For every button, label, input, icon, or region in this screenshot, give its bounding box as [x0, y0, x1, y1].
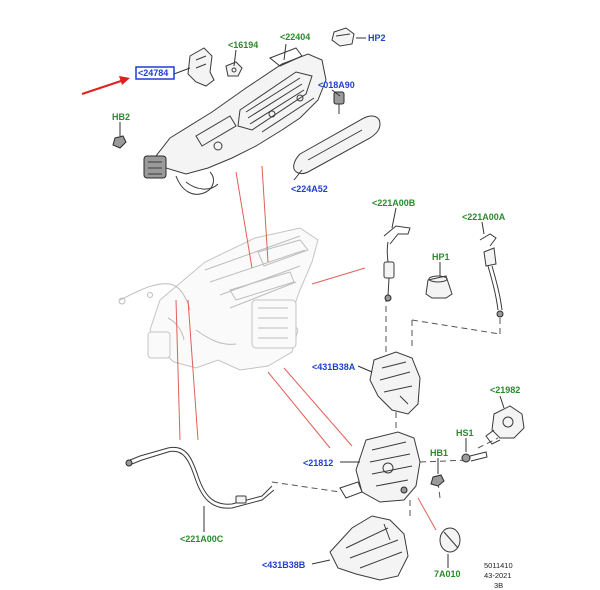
dashed-guide-lines [271, 296, 501, 516]
bracket-24784-part [187, 47, 215, 87]
assembly-link-lines [175, 165, 437, 531]
plug-hp1-part [425, 275, 453, 299]
callout-hp1[interactable]: HP1 [432, 252, 450, 262]
reference-line-1: 5011410 [484, 561, 513, 570]
bracket-21982-part [485, 405, 525, 445]
callout-224a52[interactable]: <224A52 [291, 184, 328, 194]
rod-221a00a-part [479, 233, 504, 318]
callout-24784[interactable]: <24784 [138, 68, 168, 78]
callout-21982[interactable]: <21982 [490, 385, 520, 395]
cover-strip-224a52-part [293, 115, 381, 175]
callout-21812[interactable]: <21812 [303, 458, 333, 468]
bolt-hb1-part [430, 474, 445, 487]
callout-labels: <24784 <16194 <22404 HP2 <018A90 HB2 <22… [112, 32, 520, 579]
callout-221a00b[interactable]: <221A00B [372, 198, 416, 208]
leader-lines [119, 37, 505, 568]
drawing-reference-block: 5011410 43-2021 3B [484, 561, 513, 590]
assembly-overview-ghost [118, 227, 319, 371]
cover-431b38b-part [329, 515, 409, 581]
callout-7a010[interactable]: 7A010 [434, 569, 461, 579]
callout-431b38a[interactable]: <431B38A [312, 362, 356, 372]
reference-line-3: 3B [494, 581, 503, 590]
highlight-arrow [81, 76, 130, 95]
screw-018a90-part [333, 91, 345, 114]
callout-hb1[interactable]: HB1 [430, 448, 448, 458]
selected-part-highlight-box [135, 66, 175, 80]
handle-housing-part [143, 47, 327, 195]
callout-018a90[interactable]: <018A90 [318, 80, 355, 90]
plug-hp2-part [331, 27, 355, 47]
bolt-hb2-part [112, 135, 127, 149]
screw-hs1-part [461, 451, 488, 463]
callout-hb2[interactable]: HB2 [112, 112, 130, 122]
callout-22404[interactable]: <22404 [280, 32, 310, 42]
callout-221a00c[interactable]: <221A00C [180, 534, 224, 544]
callout-hp2[interactable]: HP2 [368, 33, 386, 43]
callout-221a00a[interactable]: <221A00A [462, 212, 506, 222]
latch-21812-part [339, 431, 421, 503]
callout-431b38b[interactable]: <431B38B [262, 560, 306, 570]
rod-221a00b-part [383, 225, 411, 302]
callout-16194[interactable]: <16194 [228, 40, 258, 50]
reference-line-2: 43-2021 [484, 571, 512, 580]
plug-7a010-part [439, 527, 461, 553]
callout-hs1[interactable]: HS1 [456, 428, 474, 438]
cable-221a00c-part [125, 446, 275, 509]
cover-431b38a-part [369, 351, 421, 415]
